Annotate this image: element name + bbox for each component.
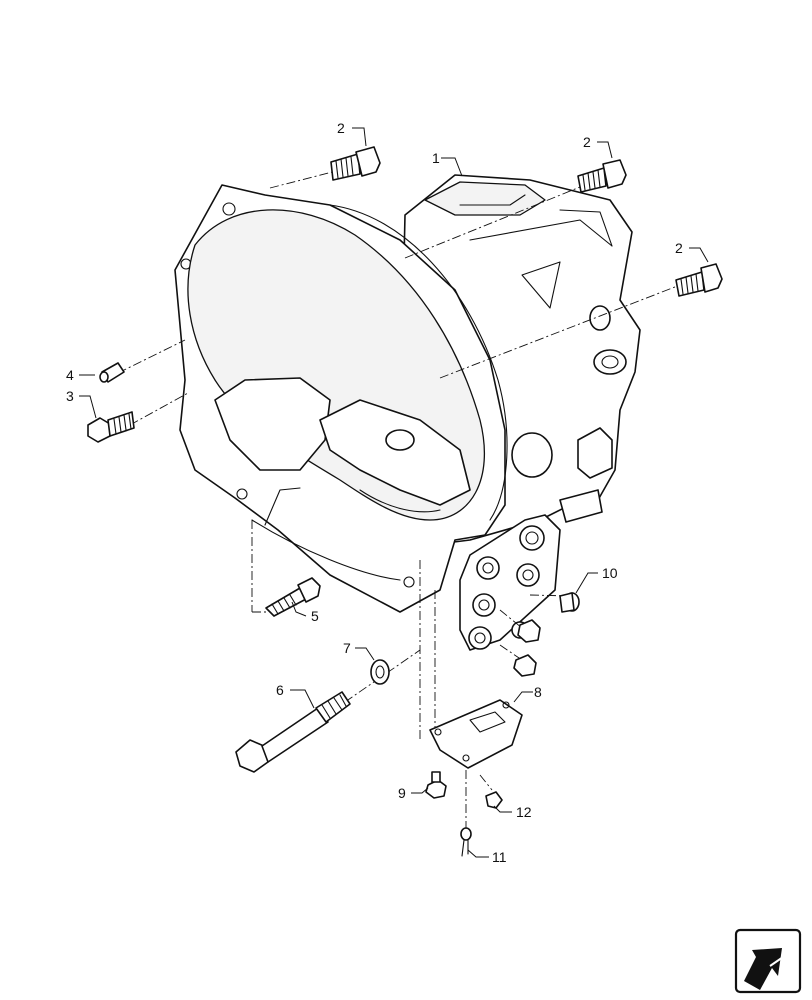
callout-3: 3 (66, 388, 74, 404)
callout-9: 9 (398, 785, 406, 801)
cotter-pin-11 (460, 827, 472, 857)
callout-10: 10 (602, 565, 618, 581)
callout-2-top: 2 (337, 120, 345, 136)
callout-1: 1 (432, 150, 440, 166)
callout-labels: 1 2 2 2 3 4 5 6 7 8 9 10 11 12 (66, 120, 683, 865)
bolt-5 (265, 577, 321, 617)
plug-12 (485, 791, 503, 809)
callout-8: 8 (534, 684, 542, 700)
next-page-arrow-icon[interactable] (734, 928, 802, 994)
callout-2-mid: 2 (583, 134, 591, 150)
transmission-housing (174, 174, 641, 613)
callout-12: 12 (516, 804, 532, 820)
callout-6: 6 (276, 682, 284, 698)
callout-5: 5 (311, 608, 319, 624)
callout-2-right: 2 (675, 240, 683, 256)
callout-11: 11 (492, 849, 507, 865)
bolt-2-right (675, 263, 723, 297)
plug-10 (559, 592, 580, 613)
dowel-pin-4 (99, 362, 125, 383)
cover-plate-8 (429, 699, 523, 769)
port-plate (459, 514, 561, 651)
fitting-b (513, 654, 537, 677)
long-bolt-6 (235, 691, 351, 773)
fitting-a (517, 619, 541, 643)
leader-lines (79, 127, 709, 858)
fitting-9 (425, 771, 447, 799)
bolt-2-top (330, 146, 381, 181)
bolt-2-mid (577, 159, 627, 193)
center-lines (117, 171, 681, 840)
callout-4: 4 (66, 367, 74, 383)
bolt-3 (87, 411, 135, 443)
lock-washer-7 (370, 659, 390, 685)
callout-7: 7 (343, 640, 351, 656)
